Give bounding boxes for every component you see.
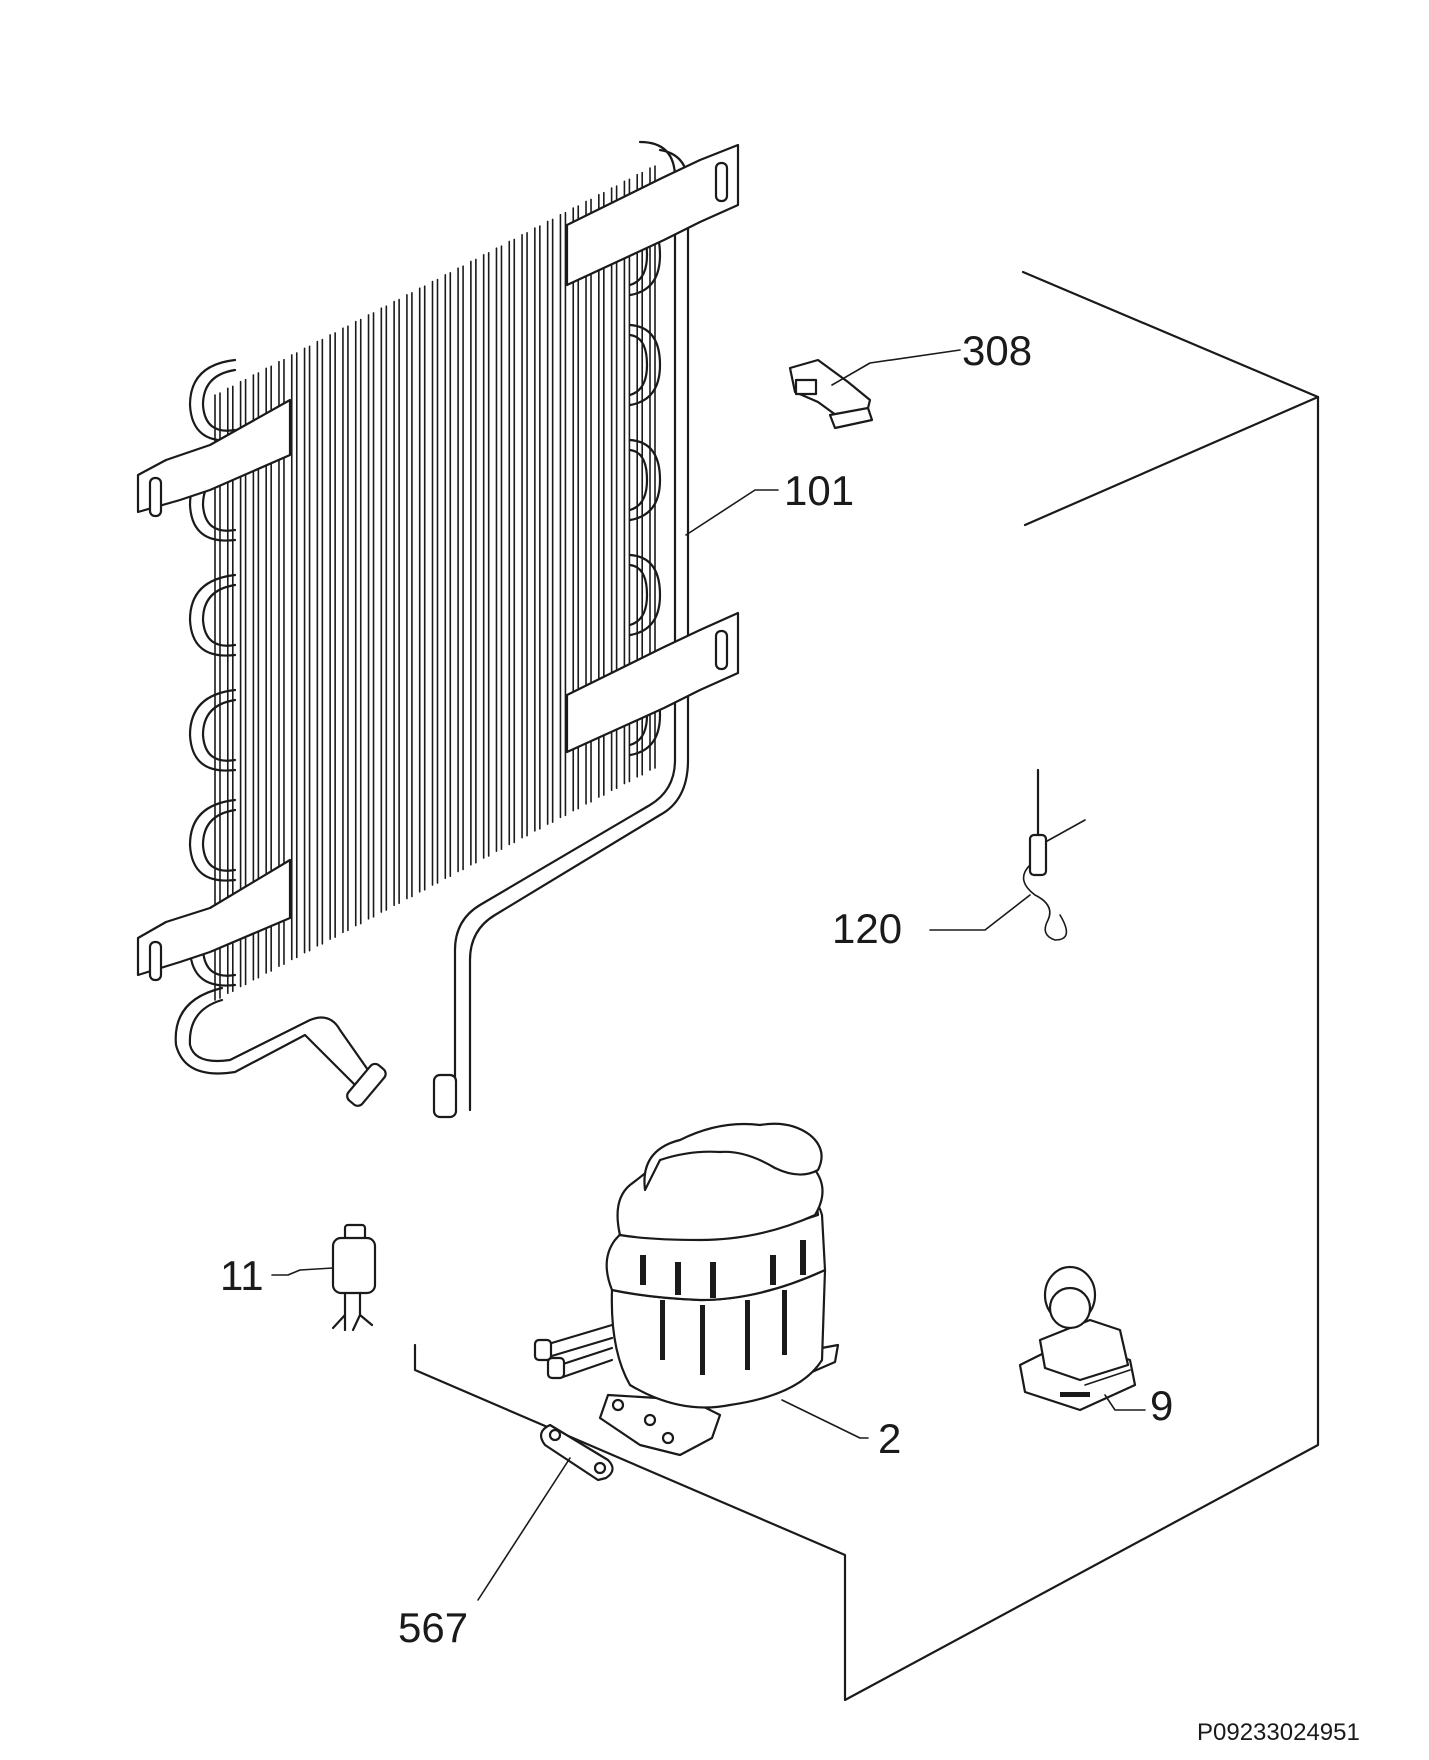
compressor-shading [782,1290,787,1355]
compressor-shading [745,1300,750,1370]
compressor-2 [533,1122,840,1457]
tube-bend [628,553,662,637]
part-label-308: 308 [962,327,1032,374]
part-label-9: 9 [1150,1382,1173,1429]
cabinet-outline [413,270,1320,1702]
compressor-shading [710,1262,716,1298]
tube-bend [201,368,237,432]
tube-bend [188,573,237,657]
sensor-120 [1022,768,1086,941]
part-label-2: 2 [878,1415,901,1462]
leader-lines [271,349,1146,1601]
tube-bend [628,448,649,512]
component-11 [331,1223,377,1332]
tube-bend [201,698,237,762]
condenser [136,140,740,1119]
clip-308 [788,358,874,430]
part-label-11: 11 [220,1252,264,1299]
compressor-shading [675,1262,681,1295]
part-label-120: 120 [832,905,902,952]
compressor-shading [700,1305,705,1375]
part-label-567: 567 [398,1604,468,1651]
tube-bend [628,563,649,627]
tube-bend [188,688,237,772]
tube-bend [201,808,237,872]
compressor-shading [770,1255,776,1285]
tube-bend [628,323,662,407]
tube-bend [188,798,237,882]
compressor-shading [800,1240,806,1275]
tube-bend [628,333,649,397]
tube-bend [201,583,237,647]
tube-bend [188,358,237,442]
condenser-bracket-bottom-left [136,858,292,982]
part-label-101: 101 [784,467,854,514]
condenser-bracket-top-left [136,398,292,518]
compressor-shading [660,1300,665,1360]
bracket-567 [539,1423,614,1482]
condenser-bracket-top-right [565,143,740,287]
condenser-bracket-mid-right [565,611,740,754]
relay-9 [1018,1265,1137,1412]
compressor-shading [640,1255,646,1285]
drawing-code: P09233024951 [1197,1719,1360,1746]
tube-bend [628,438,662,522]
